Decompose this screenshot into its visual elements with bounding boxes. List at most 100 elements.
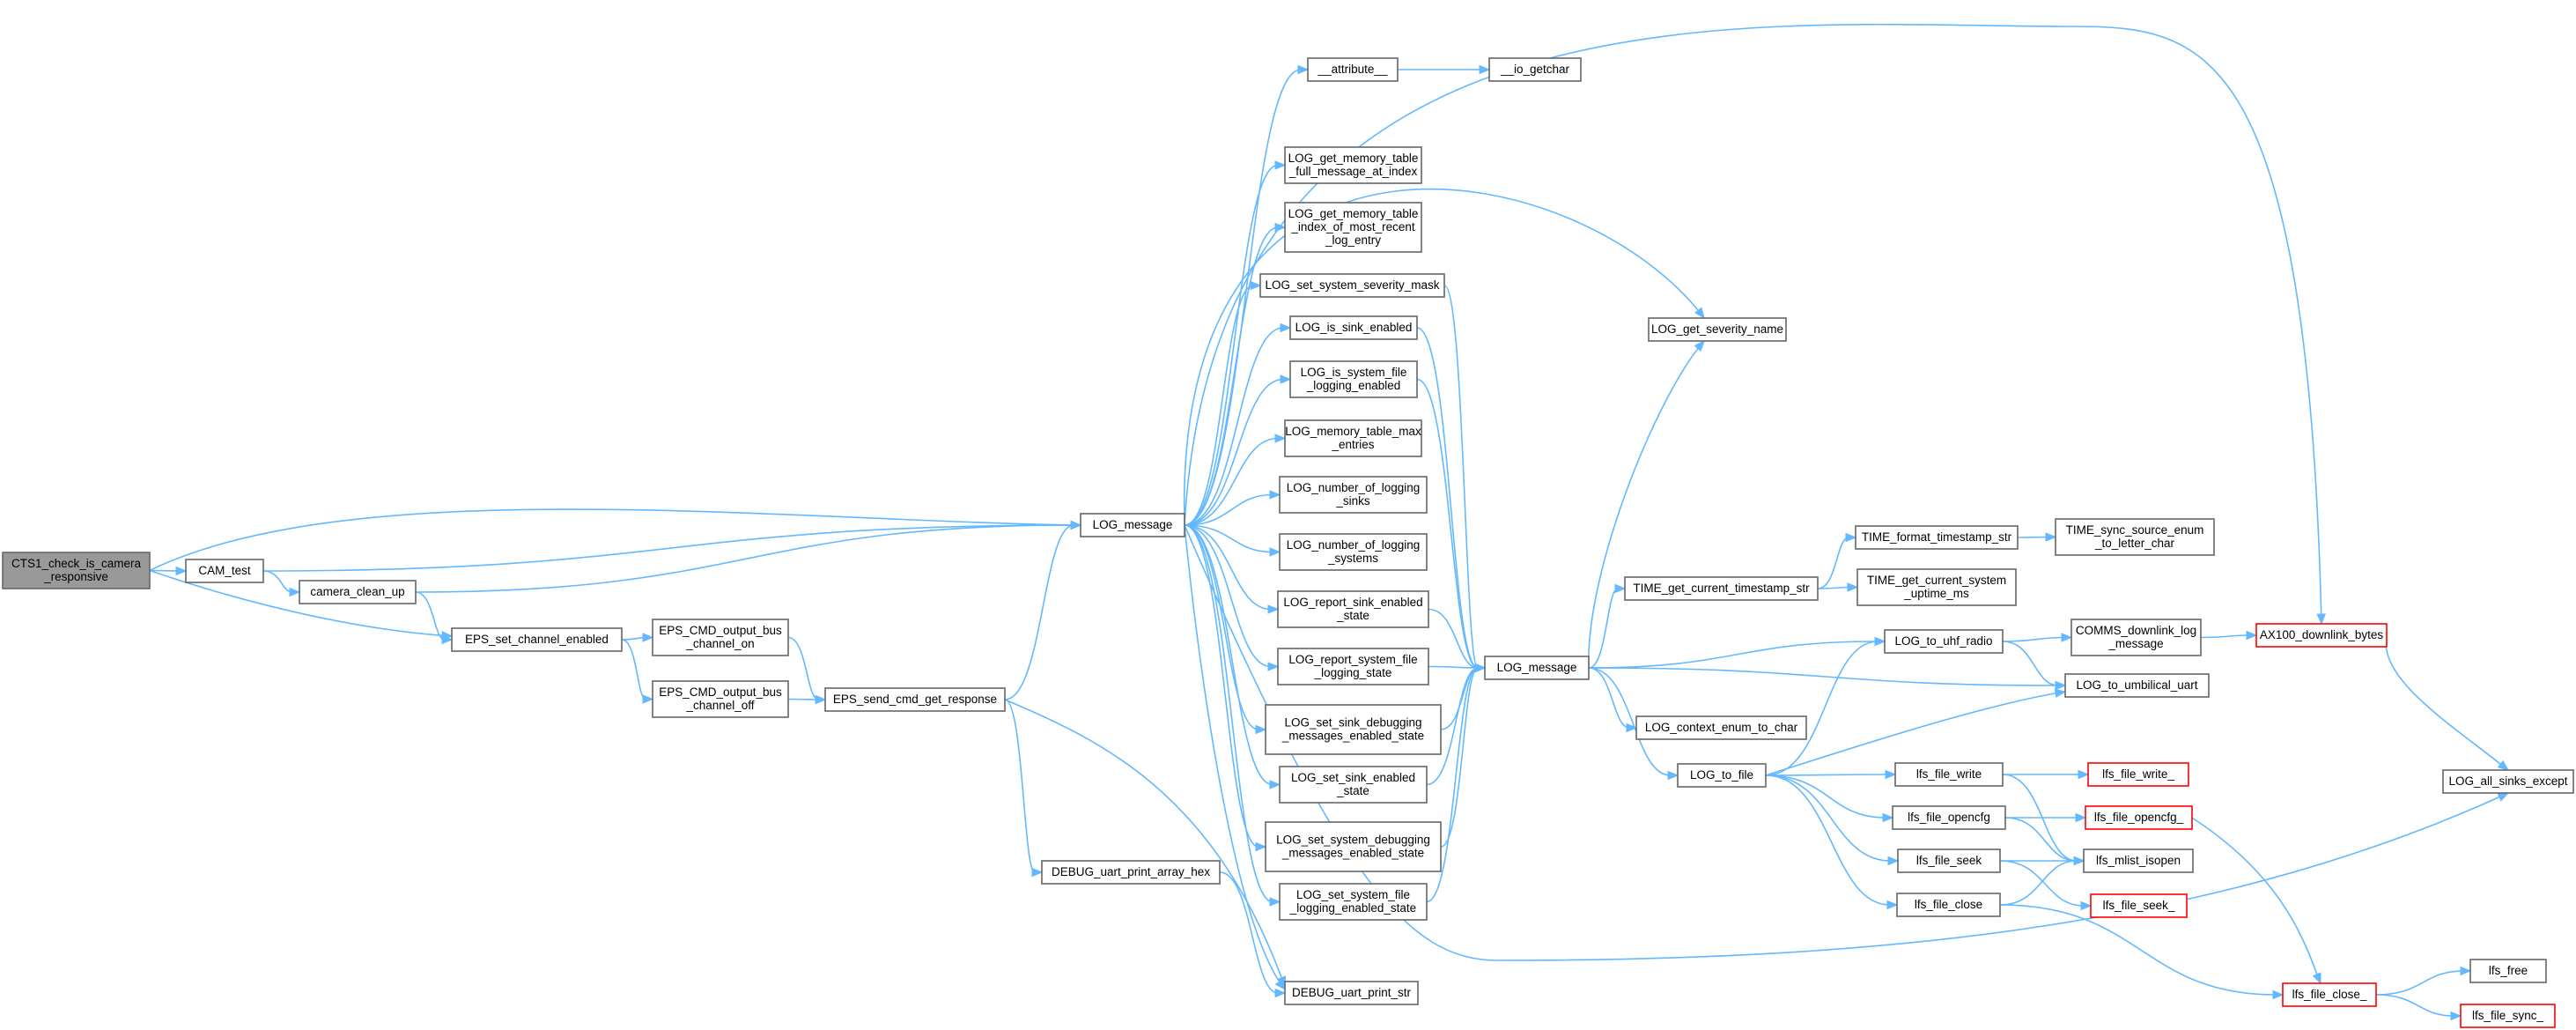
node-all-sinks[interactable]: LOG_all_sinks_except (2442, 769, 2574, 794)
node-box (1896, 893, 2001, 917)
node-label: LOG_to_file (1690, 768, 1753, 782)
node-debug-hex[interactable]: DEBUG_uart_print_array_hex (1041, 860, 1221, 885)
node-box (652, 680, 789, 718)
node-camera-clean-up[interactable]: camera_clean_up (299, 580, 417, 604)
edge-report-sink-to-log-msg2 (1428, 608, 1487, 673)
edge-log-msg2-to-log-file (1588, 667, 1679, 781)
node-lfs-seek-[interactable]: lfs_file_seek_ (2090, 893, 2188, 918)
node-lfs-close-[interactable]: lfs_file_close_ (2282, 982, 2377, 1007)
node-time-ts[interactable]: TIME_get_current_timestamp_str (1624, 576, 1819, 601)
edge-line (415, 524, 1074, 593)
arrowhead (1626, 722, 1638, 733)
node-eps-off[interactable]: EPS_CMD_output_bus_channel_off (652, 680, 789, 718)
edge-line (1765, 774, 1886, 819)
node-time-uptime[interactable]: TIME_get_current_system_uptime_ms (1856, 568, 2017, 606)
edge-lfs-close--to-lfs-free (2375, 966, 2472, 996)
edge-log-msg2-to-umbilical (1588, 667, 2067, 691)
node-eps-set-channel[interactable]: EPS_set_channel_enabled (451, 627, 623, 652)
node-label: LOG_to_uhf_radio (1894, 634, 1992, 648)
node-label: CAM_test (198, 564, 251, 577)
node-set-sys-debug[interactable]: LOG_set_system_debugging_messages_enable… (1265, 821, 1442, 872)
node-comms[interactable]: COMMS_downlink_log_message (2070, 619, 2202, 656)
node-box (1080, 513, 1185, 537)
node-lfs-free[interactable]: lfs_free (2469, 959, 2547, 983)
node-io-getchar[interactable]: __io_getchar (1488, 57, 1582, 82)
node-set-sink-debug[interactable]: LOG_set_sink_debugging_messages_enabled_… (1265, 704, 1442, 755)
node-log-msg1[interactable]: LOG_message (1080, 513, 1185, 537)
node-label: _message (2107, 637, 2163, 650)
edge-line (1184, 226, 1279, 526)
node-label: LOG_get_severity_name (1651, 322, 1783, 336)
edge-lfs-close--to-lfs-sync- (2375, 994, 2462, 1021)
arrowhead (2078, 769, 2090, 780)
node-report-sys-file[interactable]: LOG_report_system_file_logging_state (1277, 648, 1429, 685)
node-uhf[interactable]: LOG_to_uhf_radio (1884, 629, 2004, 654)
node-label: LOG_get_memory_table (1288, 152, 1419, 165)
node-log-file[interactable]: LOG_to_file (1677, 763, 1767, 788)
edge-line (1426, 667, 1479, 786)
node-lfs-write-[interactable]: lfs_file_write_ (2087, 762, 2189, 787)
node-sev-name[interactable]: LOG_get_severity_name (1648, 317, 1787, 342)
edge-log-file-to-lfs-opencfg (1765, 774, 1894, 823)
node-box (451, 627, 623, 652)
node-mem-max[interactable]: LOG_memory_table_max_entries (1284, 419, 1422, 457)
arrowhead (2246, 630, 2258, 641)
edge-attribute-to-io-getchar (1398, 64, 1491, 75)
node-ctx-enum[interactable]: LOG_context_enum_to_char (1635, 715, 1807, 740)
node-time-fmt[interactable]: TIME_format_timestamp_str (1855, 525, 2019, 550)
node-set-sys-file[interactable]: LOG_set_system_file_logging_enabled_stat… (1279, 883, 1428, 921)
node-cts1[interactable]: CTS1_check_is_camera_responsive (2, 552, 151, 589)
node-box (1677, 763, 1767, 788)
node-label: DEBUG_uart_print_str (1292, 986, 1412, 999)
edge-camera-clean-up-to-log-msg1 (415, 520, 1082, 593)
node-lfs-close[interactable]: lfs_file_close (1896, 893, 2001, 917)
arrowhead (1297, 64, 1310, 75)
node-set-sink-enabled[interactable]: LOG_set_sink_enabled_state (1279, 766, 1428, 804)
edge-log-msg1-to-sink-enabled (1184, 322, 1292, 526)
node-eps-send[interactable]: EPS_send_cmd_get_response (824, 687, 1006, 712)
edge-log-msg2-to-uhf (1588, 636, 1886, 669)
edge-log-file-to-lfs-write (1765, 769, 1897, 780)
edge-line (149, 508, 1081, 572)
edge-debug-hex-to-debug-str (1219, 871, 1287, 998)
arrowhead (2054, 688, 2067, 698)
node-label: lfs_mlist_isopen (2096, 854, 2181, 867)
node-num-systems[interactable]: LOG_number_of_logging_systems (1279, 533, 1428, 571)
node-time-sync[interactable]: TIME_sync_source_enum_to_letter_char (2055, 518, 2215, 556)
node-ax100[interactable]: AX100_downlink_bytes (2255, 623, 2388, 648)
node-sink-enabled[interactable]: LOG_is_sink_enabled (1289, 315, 1418, 340)
node-label: CTS1_check_is_camera (11, 557, 142, 570)
node-label: LOG_message (1497, 661, 1577, 674)
node-umbilical[interactable]: LOG_to_umbilical_uart (2064, 673, 2210, 698)
node-report-sink[interactable]: LOG_report_sink_enabled_state (1277, 590, 1429, 628)
node-lfs-seek[interactable]: lfs_file_seek (1897, 848, 2001, 873)
node-box (2090, 893, 2188, 918)
edge-line (1428, 665, 1479, 669)
node-mem-full[interactable]: LOG_get_memory_table_full_message_at_ind… (1284, 146, 1422, 184)
arrowhead (1255, 841, 1267, 852)
node-mem-index[interactable]: LOG_get_memory_table_index_of_most_recen… (1284, 202, 1422, 253)
edge-log-msg2-to-time-ts (1588, 583, 1627, 669)
node-eps-on[interactable]: EPS_CMD_output_bus_channel_on (652, 619, 789, 656)
node-lfs-mlist[interactable]: lfs_mlist_isopen (2083, 848, 2194, 873)
arrowhead (1886, 900, 1899, 910)
arrowhead (1479, 64, 1491, 75)
node-box (2442, 769, 2574, 794)
edge-log-file-to-uhf (1765, 636, 1886, 776)
edge-line (262, 524, 1074, 572)
node-log-msg2[interactable]: LOG_message (1484, 656, 1590, 680)
node-lfs-write[interactable]: lfs_file_write (1894, 762, 2004, 787)
node-lfs-sync-[interactable]: lfs_file_sync_ (2460, 1004, 2556, 1028)
arrowhead (1267, 662, 1280, 671)
node-lfs-opencfg[interactable]: lfs_file_opencfg (1892, 805, 2006, 830)
node-box (1884, 629, 2004, 654)
node-sev-mask[interactable]: LOG_set_system_severity_mask (1259, 273, 1445, 298)
node-debug-str[interactable]: DEBUG_uart_print_str (1284, 981, 1419, 1005)
node-label: EPS_send_cmd_get_response (833, 693, 997, 706)
node-label: LOG_is_system_file (1301, 366, 1407, 379)
node-lfs-opencfg-[interactable]: lfs_file_opencfg_ (2085, 805, 2193, 830)
node-cam-test[interactable]: CAM_test (185, 559, 264, 583)
node-sys-file-log[interactable]: LOG_is_system_file_logging_enabled (1289, 360, 1418, 398)
node-attribute[interactable]: __attribute__ (1307, 57, 1399, 82)
node-num-sinks[interactable]: LOG_number_of_logging_sinks (1279, 476, 1428, 514)
